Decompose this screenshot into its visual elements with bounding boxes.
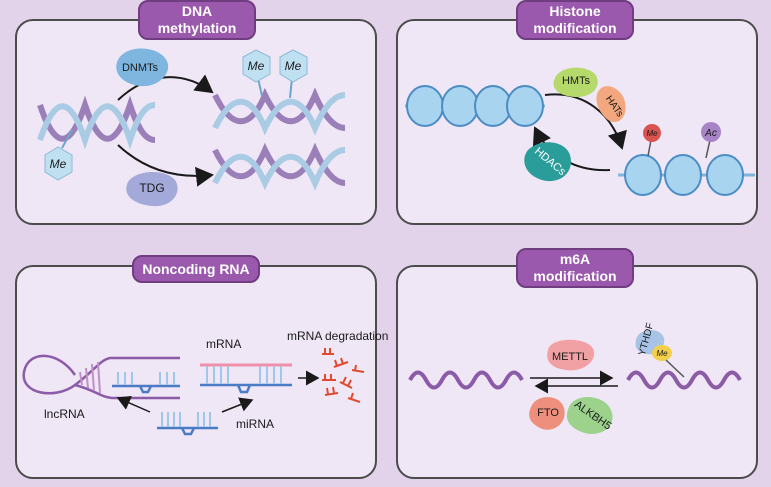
histone-methyl-icon [643, 124, 661, 142]
enzyme-mettl-shape [547, 339, 595, 371]
enzyme-hmts-label: HMTs [562, 75, 591, 87]
histone-methyl-label: Me [646, 129, 658, 138]
mrna-mirna-duplex [200, 363, 292, 394]
chromatin-open [618, 154, 755, 196]
enzyme-alkbh5-shape [566, 397, 613, 434]
dna-helix-methylated [212, 87, 346, 136]
degraded-mrna-fragments [322, 348, 365, 403]
lncrna-label: lncRNA [44, 407, 85, 421]
dna-helix-left [37, 95, 156, 150]
arrow-demethylation [117, 144, 214, 187]
chromatin-condensed [405, 85, 545, 127]
title-line: methylation [157, 20, 237, 36]
title-noncoding-rna: Noncoding RNA [132, 255, 260, 283]
enzyme-dnmts-label: DNMTs [122, 62, 159, 74]
rna-unmodified [408, 370, 524, 390]
title-histone-modification: Histone modification [516, 0, 634, 40]
title-line: m6A [559, 251, 591, 267]
methyl-group-icon [242, 49, 271, 83]
histone-acetyl-icon [701, 122, 721, 142]
histone-acetyl-label: Ac [704, 128, 717, 139]
title-m6a-modification: m6A modification [516, 248, 634, 288]
rna-modified [626, 370, 742, 390]
mrna-degradation-label: mRNA degradation [287, 329, 388, 343]
enzyme-tdg-shape [126, 171, 178, 207]
enzyme-dnmts-shape [116, 48, 169, 87]
methyl-group-icon [44, 146, 73, 181]
enzyme-tdg-label: TDG [139, 181, 164, 195]
mirna-lncrna-duplex [112, 372, 180, 394]
m6a-methyl-icon [652, 345, 672, 361]
arrow-acetylation [544, 93, 627, 150]
title-line: modification [533, 20, 617, 36]
title-line: modification [533, 268, 617, 284]
mirna-free [157, 412, 218, 436]
methyl-label: Me [285, 59, 302, 73]
dna-helix-demethylated [212, 142, 346, 191]
enzyme-mettl-label: METTL [552, 351, 588, 363]
m6a-methyl-label: Me [656, 349, 668, 358]
arrow-to-mrna [221, 397, 254, 413]
methyl-label: Me [248, 59, 265, 73]
title-dna-methylation: DNA methylation [138, 0, 256, 40]
arrow-methylation [117, 74, 214, 101]
enzyme-hmts-shape [553, 67, 598, 98]
mirna-label: miRNA [236, 417, 274, 431]
enzyme-hats-shape [596, 86, 626, 122]
title-line: Histone [549, 3, 601, 19]
methyl-group-icon [279, 49, 308, 83]
methyl-label: Me [50, 157, 67, 171]
lncrna-structure [22, 354, 180, 400]
enzyme-fto-label: FTO [537, 407, 559, 419]
title-line: DNA [181, 3, 213, 19]
mrna-label: mRNA [206, 337, 241, 351]
title-line: Noncoding RNA [142, 260, 250, 277]
enzyme-fto-shape [529, 397, 565, 430]
enzyme-hdacs-shape [524, 142, 571, 182]
arrow-to-lncrna [116, 395, 151, 413]
